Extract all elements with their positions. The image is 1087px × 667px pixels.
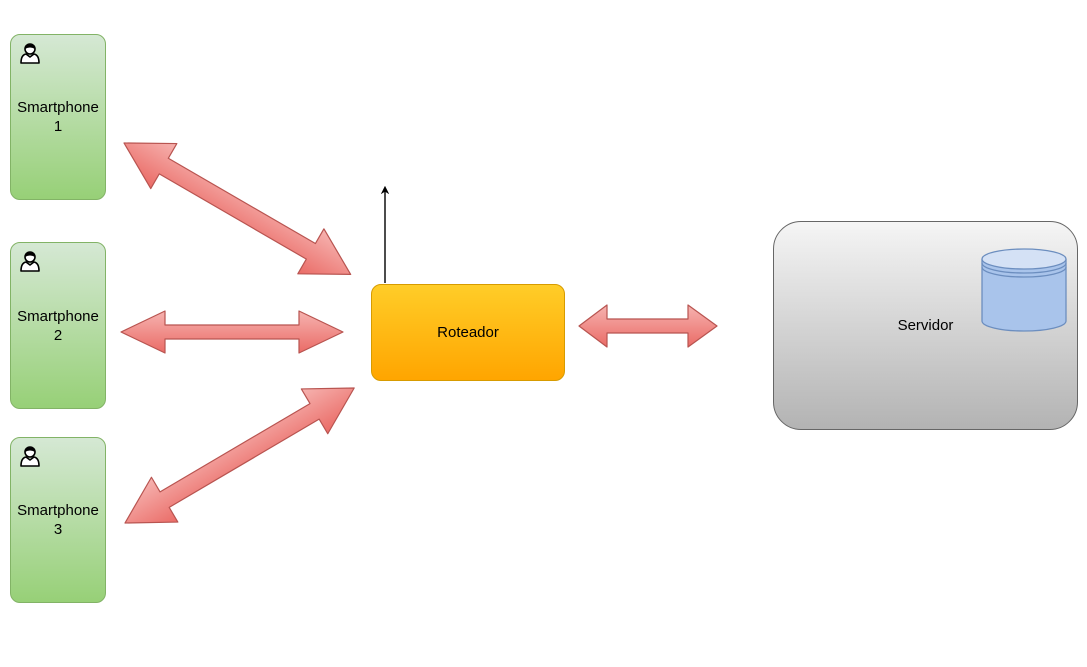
user-icon bbox=[20, 251, 40, 272]
user-icon bbox=[20, 446, 40, 467]
router-label: Roteador bbox=[437, 324, 499, 341]
smartphone-1-label: Smartphone 1 bbox=[17, 99, 99, 135]
router-node[interactable]: Roteador bbox=[371, 284, 565, 381]
server-node[interactable]: Servidor bbox=[773, 221, 1078, 430]
server-label: Servidor bbox=[897, 317, 954, 334]
arrow-phone2-router[interactable] bbox=[120, 310, 344, 354]
database-icon bbox=[981, 248, 1067, 332]
arrow-phone3-router[interactable] bbox=[112, 366, 368, 546]
user-icon bbox=[20, 43, 40, 64]
smartphone-2-label: Smartphone 2 bbox=[17, 307, 99, 344]
smartphone-3-label: Smartphone 3 bbox=[17, 502, 99, 538]
smartphone-3-node[interactable]: Smartphone 3 bbox=[10, 437, 106, 603]
smartphone-2-node[interactable]: Smartphone 2 bbox=[10, 242, 106, 409]
arrow-router-server[interactable] bbox=[578, 304, 718, 348]
smartphone-1-node[interactable]: Smartphone 1 bbox=[10, 34, 106, 200]
arrow-phone1-router[interactable] bbox=[111, 121, 364, 297]
